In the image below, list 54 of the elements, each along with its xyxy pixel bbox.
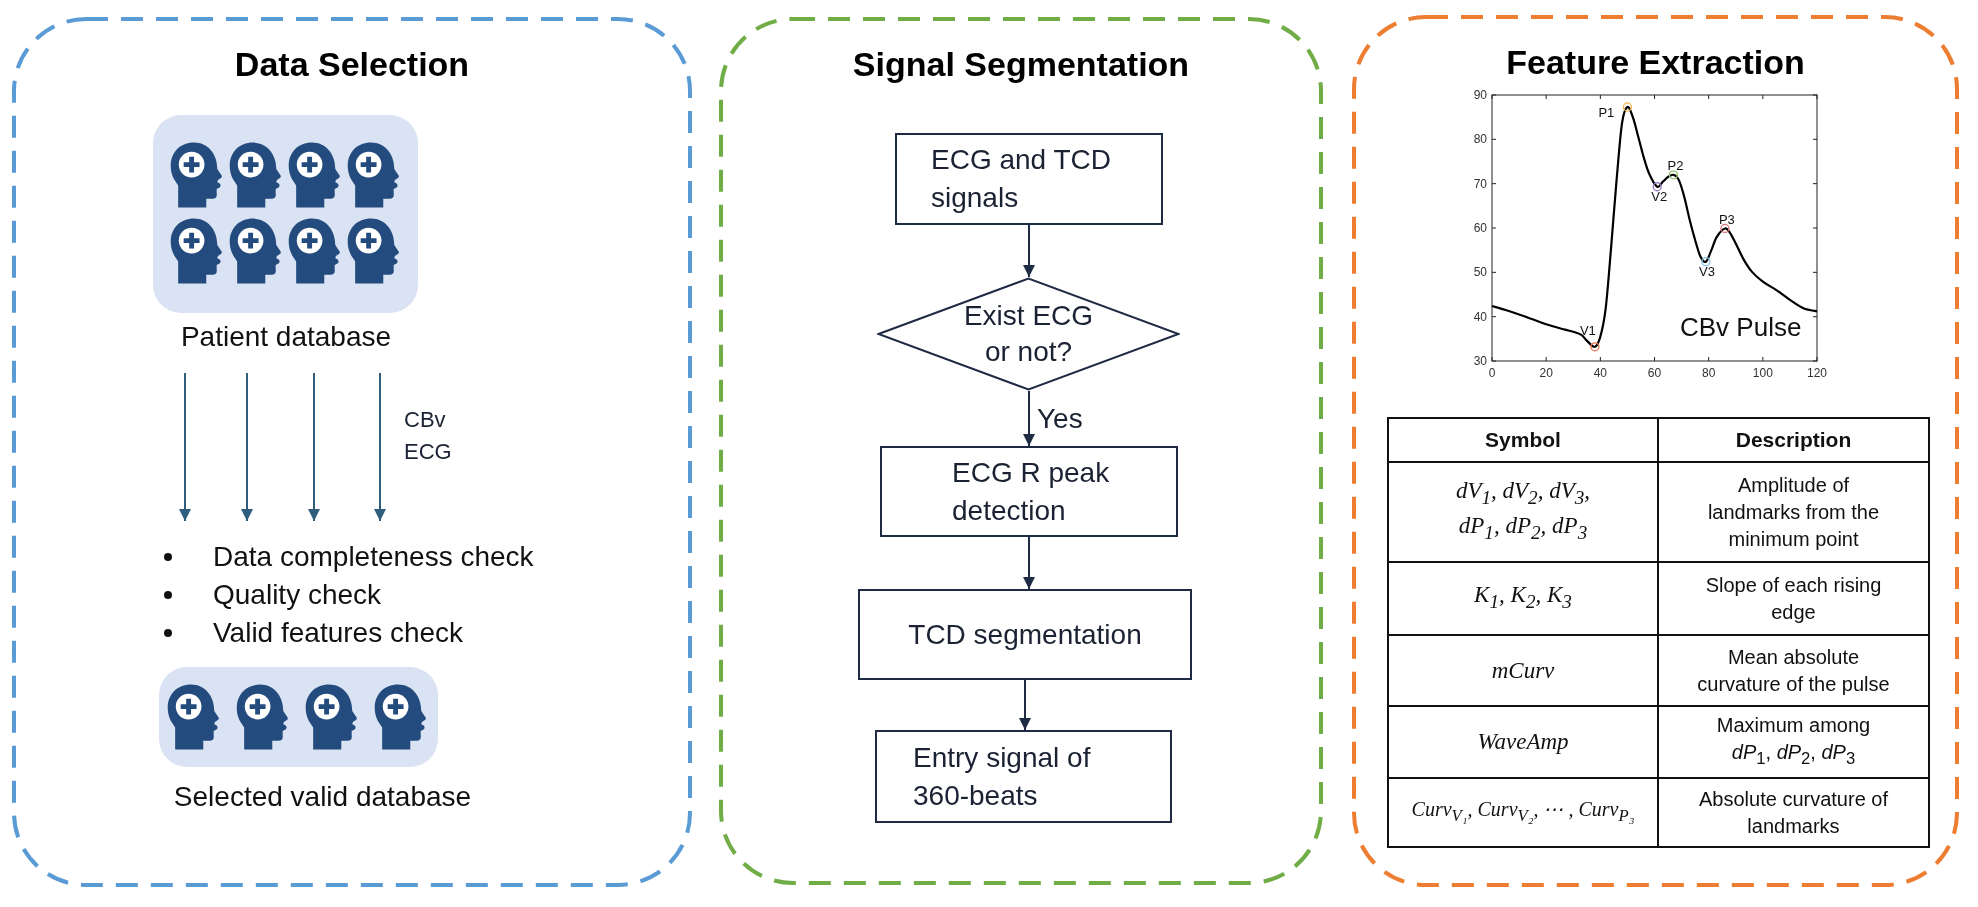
arrow xyxy=(1023,224,1035,278)
point-label: V2 xyxy=(1651,189,1668,205)
chart-title: CBv Pulse xyxy=(1680,312,1802,342)
table-cell: Mean absolute curvature of the pulse xyxy=(1658,635,1929,706)
column-header: Symbol xyxy=(1388,418,1658,462)
arrow xyxy=(1023,536,1035,590)
table-cell: Amplitude of landmarks from the minimum point xyxy=(1658,462,1929,562)
table-cell: Maximum among dP$_{1}$, dP$_{2}$, dP$_{3}$ xyxy=(1658,706,1929,778)
point-label: V1 xyxy=(1579,323,1596,339)
tick-label: 80 xyxy=(1702,366,1716,380)
node-label: Selected valid database xyxy=(173,780,472,814)
arrow xyxy=(241,372,253,522)
tick-label: 70 xyxy=(1473,176,1487,191)
diamond-text: Exist ECG or not? xyxy=(962,299,1095,369)
list-item: Data completeness check xyxy=(160,538,534,576)
table-cell: K$_{1}$, K$_{2}$, K$_{3}$ xyxy=(1388,562,1658,635)
arrow xyxy=(308,372,320,522)
process-box: Entry signal of 360-beats xyxy=(875,730,1172,823)
arrow xyxy=(179,372,191,522)
tick-label: 20 xyxy=(1539,366,1553,380)
node-label: Patient database xyxy=(180,320,392,354)
list-item: Quality check xyxy=(160,576,382,614)
arrow xyxy=(374,372,386,522)
table-cell: mCurv xyxy=(1388,635,1658,706)
tick-label: 100 xyxy=(1752,366,1773,380)
point-label: V3 xyxy=(1699,264,1715,280)
tick-label: 80 xyxy=(1473,132,1487,147)
panel-title: Data Selection xyxy=(234,44,470,85)
tick-label: 40 xyxy=(1593,366,1607,380)
process-box: TCD segmentation xyxy=(858,589,1192,680)
tick-label: 50 xyxy=(1473,265,1487,280)
point-label: P1 xyxy=(1598,105,1615,121)
table-cell: Absolute curvature of landmarks xyxy=(1658,778,1929,847)
process-box: ECG R peak detection xyxy=(880,446,1178,537)
table-cell: Curv$_{V₁}$, Curv$_{V₂}$, ⋯ , Curv$_{P₃}$ xyxy=(1388,778,1658,847)
point-label: P2 xyxy=(1667,158,1684,174)
table-cell: dV$_{1}$, dV$_{2}$, dV$_{3}$, dP$_{1}$, dP$_{2}$, dP$_{3}$ xyxy=(1388,462,1658,562)
tick-label: 120 xyxy=(1807,366,1827,380)
point-label: P3 xyxy=(1718,211,1735,227)
arrow xyxy=(1019,679,1031,731)
tick-label: 30 xyxy=(1473,354,1487,368)
panel-title: Feature Extraction xyxy=(1506,42,1805,83)
tick-label: 0 xyxy=(1488,366,1496,380)
tick-label: 60 xyxy=(1647,366,1662,380)
column-header: Description xyxy=(1658,418,1929,462)
panel-title: Signal Segmentation xyxy=(852,44,1190,85)
process-box: ECG and TCD signals xyxy=(895,133,1163,225)
tick-label: 90 xyxy=(1473,88,1487,102)
tick-label: 40 xyxy=(1473,309,1487,324)
arrow xyxy=(1023,390,1035,447)
list-item: Valid features check xyxy=(160,614,464,652)
tick-label: 60 xyxy=(1473,221,1487,235)
table-cell: Slope of each rising edge xyxy=(1658,562,1929,635)
table-cell: WaveAmp xyxy=(1388,706,1658,778)
